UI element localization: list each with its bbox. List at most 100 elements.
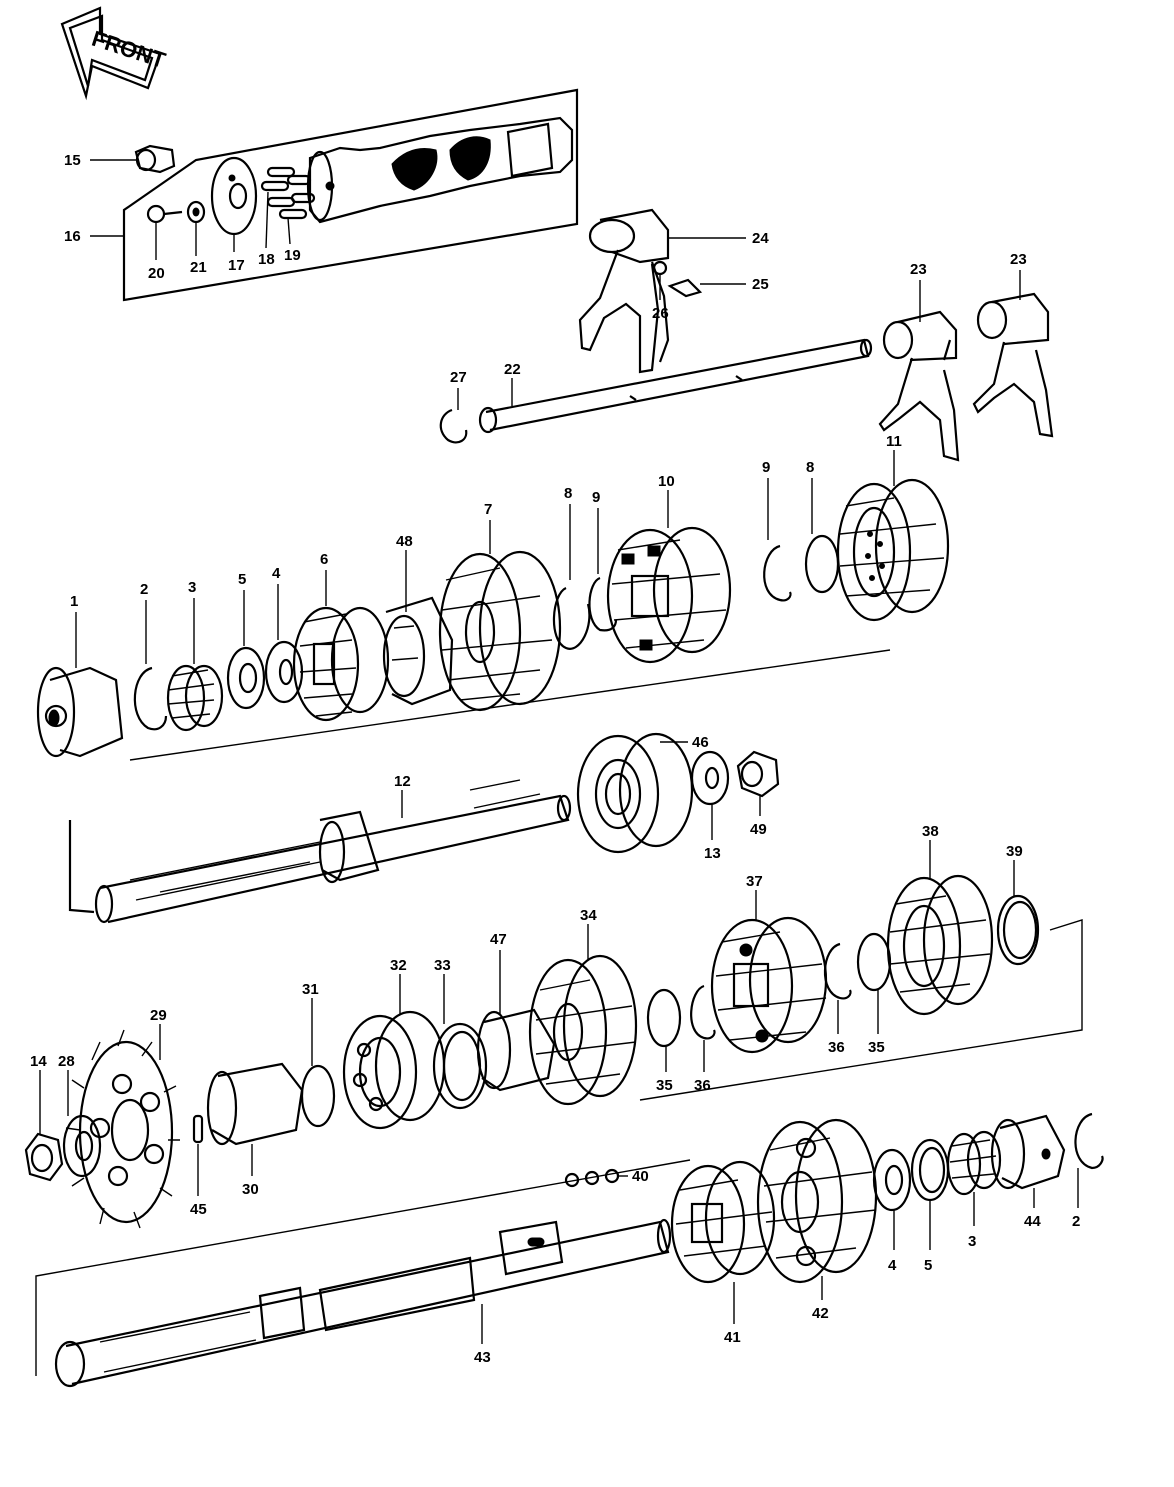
callout-12: 12 <box>394 773 411 790</box>
callout-23b: 23 <box>1010 251 1027 268</box>
ring-35a <box>646 988 682 1048</box>
callout-25: 25 <box>752 276 769 293</box>
needle-bearing-3b <box>946 1130 1002 1196</box>
circlip-2b <box>1074 1112 1104 1170</box>
callout-2a: 2 <box>140 581 148 598</box>
washer-5a <box>226 646 266 710</box>
callout-30: 30 <box>242 1181 259 1198</box>
callout-4a: 4 <box>272 565 281 582</box>
pin-45 <box>192 1114 204 1144</box>
callouts: 15 16 20 21 17 18 19 24 25 26 23 23 27 2… <box>30 152 1080 1366</box>
circlip-9b <box>763 544 792 602</box>
washer-39 <box>996 894 1040 966</box>
shift-fork-23a <box>878 310 960 462</box>
oring-31 <box>300 1064 336 1128</box>
shift-drum <box>306 116 574 224</box>
callout-43: 43 <box>474 1349 491 1366</box>
circlip-36a <box>690 984 716 1040</box>
circlip-9a <box>588 576 618 632</box>
circlip-27 <box>439 408 468 444</box>
callout-32: 32 <box>390 957 407 974</box>
washer-4b <box>872 1148 912 1212</box>
callout-24: 24 <box>752 230 769 247</box>
guide-line-top <box>129 649 891 761</box>
callout-42: 42 <box>812 1305 829 1322</box>
ball-bearing-32 <box>342 1010 446 1130</box>
callout-4b: 4 <box>888 1257 897 1274</box>
shift-pins <box>260 166 316 220</box>
callout-47: 47 <box>490 931 507 948</box>
callout-10: 10 <box>658 473 675 490</box>
callout-48: 48 <box>396 533 413 550</box>
gear-34 <box>528 954 638 1106</box>
callout-2b: 2 <box>1072 1213 1080 1230</box>
callout-15: 15 <box>64 152 81 169</box>
circlip-36b <box>823 942 852 1000</box>
shift-fork-23b <box>972 292 1054 438</box>
callout-41: 41 <box>724 1329 741 1346</box>
fork-shaft <box>478 338 873 434</box>
callout-9a: 9 <box>592 489 600 506</box>
callout-5a: 5 <box>238 571 246 588</box>
nut-14 <box>24 1132 64 1182</box>
callout-29: 29 <box>150 1007 167 1024</box>
callout-38: 38 <box>922 823 939 840</box>
callout-19: 19 <box>284 247 301 264</box>
cam-plate <box>210 156 258 236</box>
callout-26: 26 <box>652 305 669 322</box>
callout-5b: 5 <box>924 1257 932 1274</box>
guide-line-mid <box>639 919 1083 1101</box>
front-label: FRONT <box>89 26 169 73</box>
callout-27: 27 <box>450 369 467 386</box>
callout-3b: 3 <box>968 1233 976 1250</box>
callout-1: 1 <box>70 593 78 610</box>
callout-49: 49 <box>750 821 767 838</box>
callout-35b: 35 <box>868 1039 885 1056</box>
callout-18: 18 <box>258 251 275 268</box>
nut-49 <box>736 750 780 798</box>
drain-plug <box>134 144 176 174</box>
bushing-44 <box>990 1114 1066 1190</box>
gear-38 <box>886 874 994 1016</box>
bushing-48 <box>382 596 454 706</box>
callout-3a: 3 <box>188 579 196 596</box>
callout-11: 11 <box>886 433 902 450</box>
ring-8a <box>552 586 591 650</box>
washer-13 <box>690 750 730 806</box>
sleeve-30 <box>206 1062 304 1146</box>
callout-34: 34 <box>580 907 597 924</box>
callout-8b: 8 <box>806 459 814 476</box>
ball-bearing-46 <box>576 732 694 854</box>
washer-28 <box>62 1114 102 1178</box>
callout-28: 28 <box>58 1053 75 1070</box>
gear-11 <box>836 478 950 622</box>
callout-44: 44 <box>1024 1213 1041 1230</box>
callout-45: 45 <box>190 1201 207 1218</box>
callout-21: 21 <box>190 259 207 276</box>
gear-10 <box>606 526 732 664</box>
callout-33: 33 <box>434 957 451 974</box>
callout-40: 40 <box>632 1168 649 1185</box>
ring-8b <box>804 534 840 594</box>
callout-14: 14 <box>30 1053 47 1070</box>
sprocket-29 <box>65 1029 180 1229</box>
callout-9b: 9 <box>762 459 770 476</box>
front-arrow-badge: FRONT <box>60 6 169 101</box>
callout-20: 20 <box>148 265 165 282</box>
screw-and-washer <box>146 200 206 224</box>
mainshaft-12 <box>68 779 572 924</box>
callout-46: 46 <box>692 734 709 751</box>
callout-37: 37 <box>746 873 763 890</box>
callout-16: 16 <box>64 228 81 245</box>
gear-6 <box>292 606 390 722</box>
callout-36a: 36 <box>694 1077 711 1094</box>
shift-drum-box <box>122 88 579 302</box>
bushing-1 <box>36 666 124 758</box>
callout-39: 39 <box>1006 843 1023 860</box>
bushing-47 <box>476 1008 556 1092</box>
gear-42 <box>756 1118 878 1284</box>
callout-7: 7 <box>484 501 492 518</box>
guide-line-bottom <box>35 1159 691 1376</box>
